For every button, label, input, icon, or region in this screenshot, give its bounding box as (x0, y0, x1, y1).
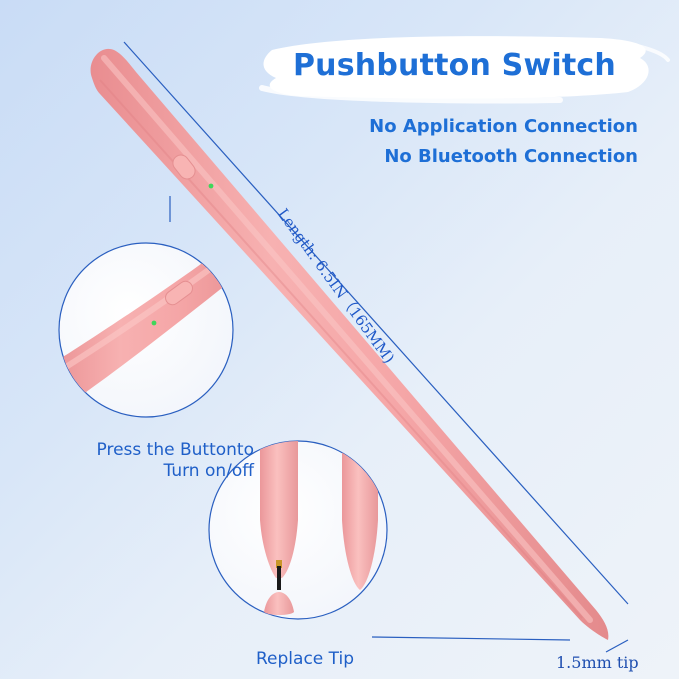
stylus-pencil (90, 48, 609, 640)
length-dimension-line (123, 41, 629, 605)
press-button-label: Press the Buttonto Turn on/off (54, 440, 254, 482)
tip-size-label: 1.5mm tip (556, 653, 639, 672)
replace-tip-label: Replace Tip (256, 649, 355, 669)
feature-no-app: No Application Connection (369, 116, 638, 137)
tip-zoom-circle (208, 440, 388, 620)
led-indicator (208, 183, 214, 189)
press-label-line2: Turn on/off (163, 461, 254, 481)
title: Pushbutton Switch (293, 48, 616, 83)
press-label-line1: Press the Buttonto (96, 440, 254, 460)
led-indicator-zoom (151, 320, 157, 326)
tip-callout-line (605, 639, 629, 653)
title-banner (259, 36, 670, 104)
tip-dimension-line (371, 636, 571, 641)
feature-no-bluetooth: No Bluetooth Connection (384, 146, 638, 167)
button-zoom-circle (58, 242, 234, 418)
